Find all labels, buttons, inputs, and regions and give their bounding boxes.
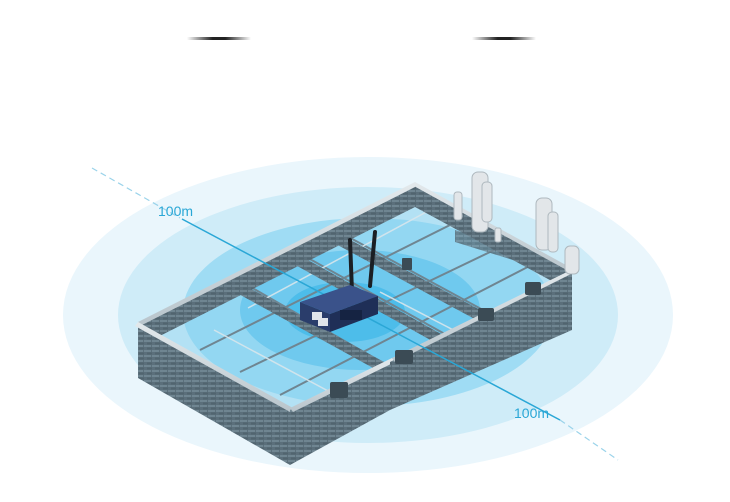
industrial-pipes [453, 171, 580, 275]
front-wall-right [390, 272, 572, 410]
back-wall-right-top [412, 182, 575, 273]
top-right-divider [472, 37, 536, 40]
front-wall-left [138, 325, 290, 465]
range-line-dashed-right [559, 419, 619, 461]
wireless-router-icon [300, 230, 378, 332]
back-wall-left-top [138, 182, 419, 325]
range-label-bottom: 100m [514, 405, 550, 421]
wall-equipment [330, 258, 541, 398]
back-wall-left [138, 185, 415, 347]
front-wall-center [290, 362, 390, 465]
range-line [181, 218, 561, 421]
range-line-dashed-left [91, 167, 181, 219]
range-label-top: 100m [158, 203, 194, 219]
front-wall-left-top [135, 322, 293, 412]
top-left-divider [187, 37, 251, 40]
